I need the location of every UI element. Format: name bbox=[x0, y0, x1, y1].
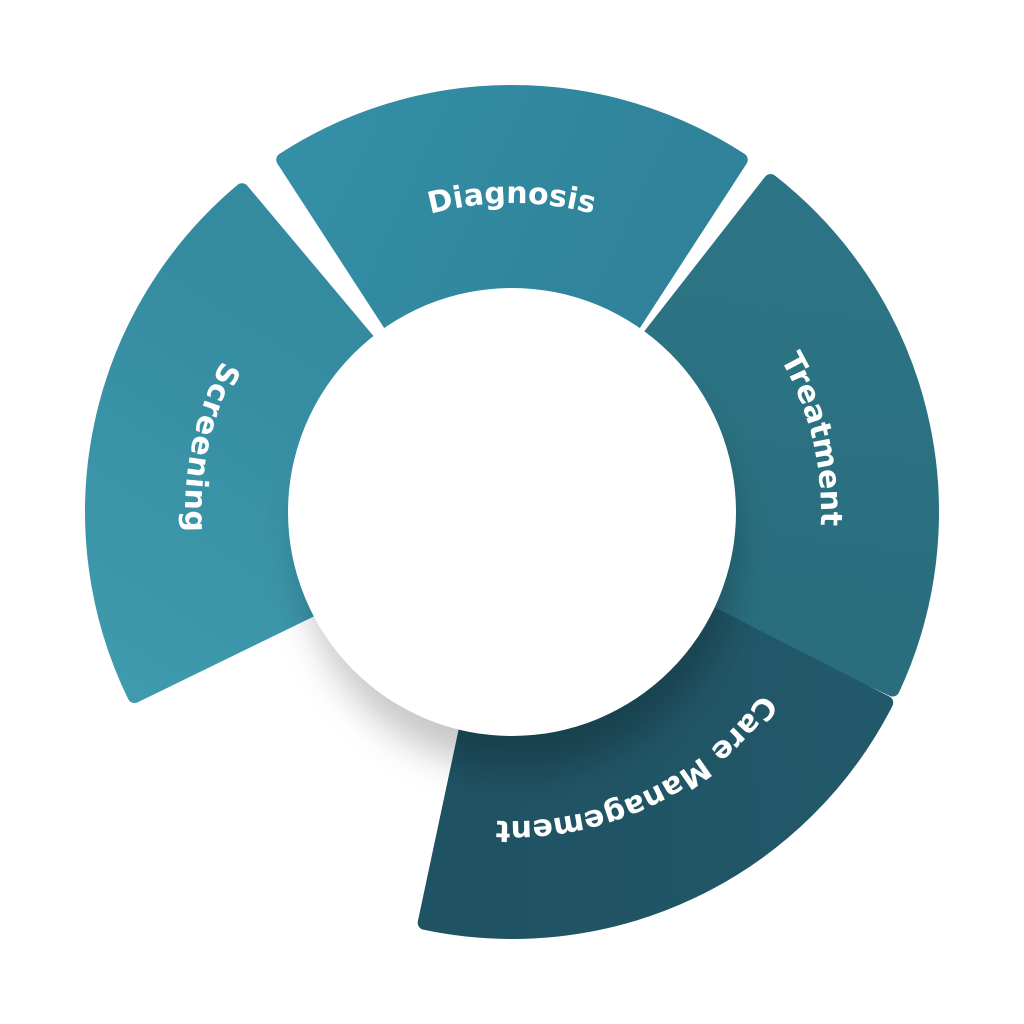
center-circle bbox=[288, 288, 736, 736]
segments-layer bbox=[85, 85, 939, 939]
